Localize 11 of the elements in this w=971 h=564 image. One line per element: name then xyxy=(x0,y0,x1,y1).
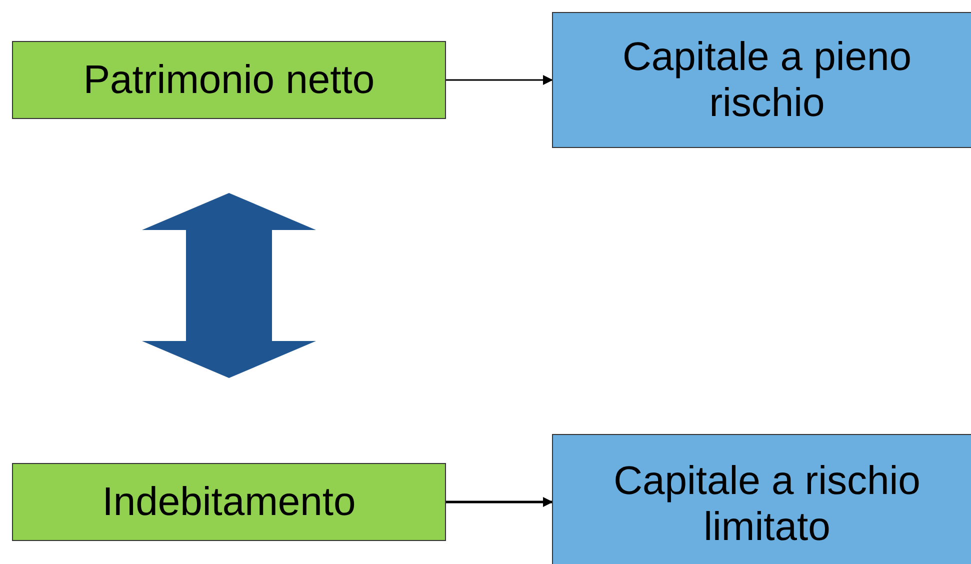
process-box xyxy=(552,12,971,148)
process-box xyxy=(12,41,446,119)
double-block-arrow xyxy=(142,193,316,378)
box-label: Patrimonio netto xyxy=(82,57,376,103)
box-label: Capitale a rischio limitato xyxy=(612,458,922,550)
arrow xyxy=(446,497,553,507)
box-label: Indebitamento xyxy=(101,479,357,525)
box-label: Capitale a pieno rischio xyxy=(621,34,913,126)
arrow xyxy=(446,75,553,85)
process-box xyxy=(552,434,971,564)
process-box xyxy=(12,463,446,541)
